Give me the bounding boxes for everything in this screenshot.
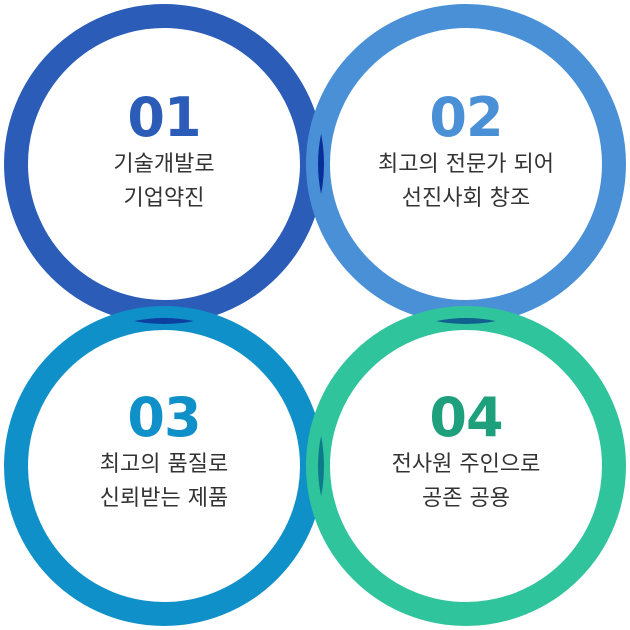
circle-text-line-2: 기업약진	[123, 186, 205, 211]
circle-number: 04	[429, 386, 503, 449]
circle-text-line-1: 전사원 주인으로	[391, 452, 541, 477]
circle-text-line-1: 기술개발로	[113, 152, 215, 177]
circle-label-02: 02 최고의 전문가 되어 선진사회 창조	[346, 88, 586, 216]
circle-label-04: 04 전사원 주인으로 공존 공용	[346, 388, 586, 516]
circle-label-03: 03 최고의 품질로 신뢰받는 제품	[44, 388, 284, 516]
circle-number: 01	[127, 86, 201, 149]
circle-label-01: 01 기술개발로 기업약진	[44, 88, 284, 216]
circle-text-line-2: 공존 공용	[422, 486, 510, 511]
circle-number: 03	[127, 386, 201, 449]
circle-text-line-1: 최고의 전문가 되어	[378, 152, 554, 177]
circle-number: 02	[429, 86, 503, 149]
circle-text-line-2: 선진사회 창조	[401, 186, 531, 211]
circle-text-line-1: 최고의 품질로	[99, 452, 229, 477]
circle-text-line-2: 신뢰받는 제품	[99, 486, 229, 511]
